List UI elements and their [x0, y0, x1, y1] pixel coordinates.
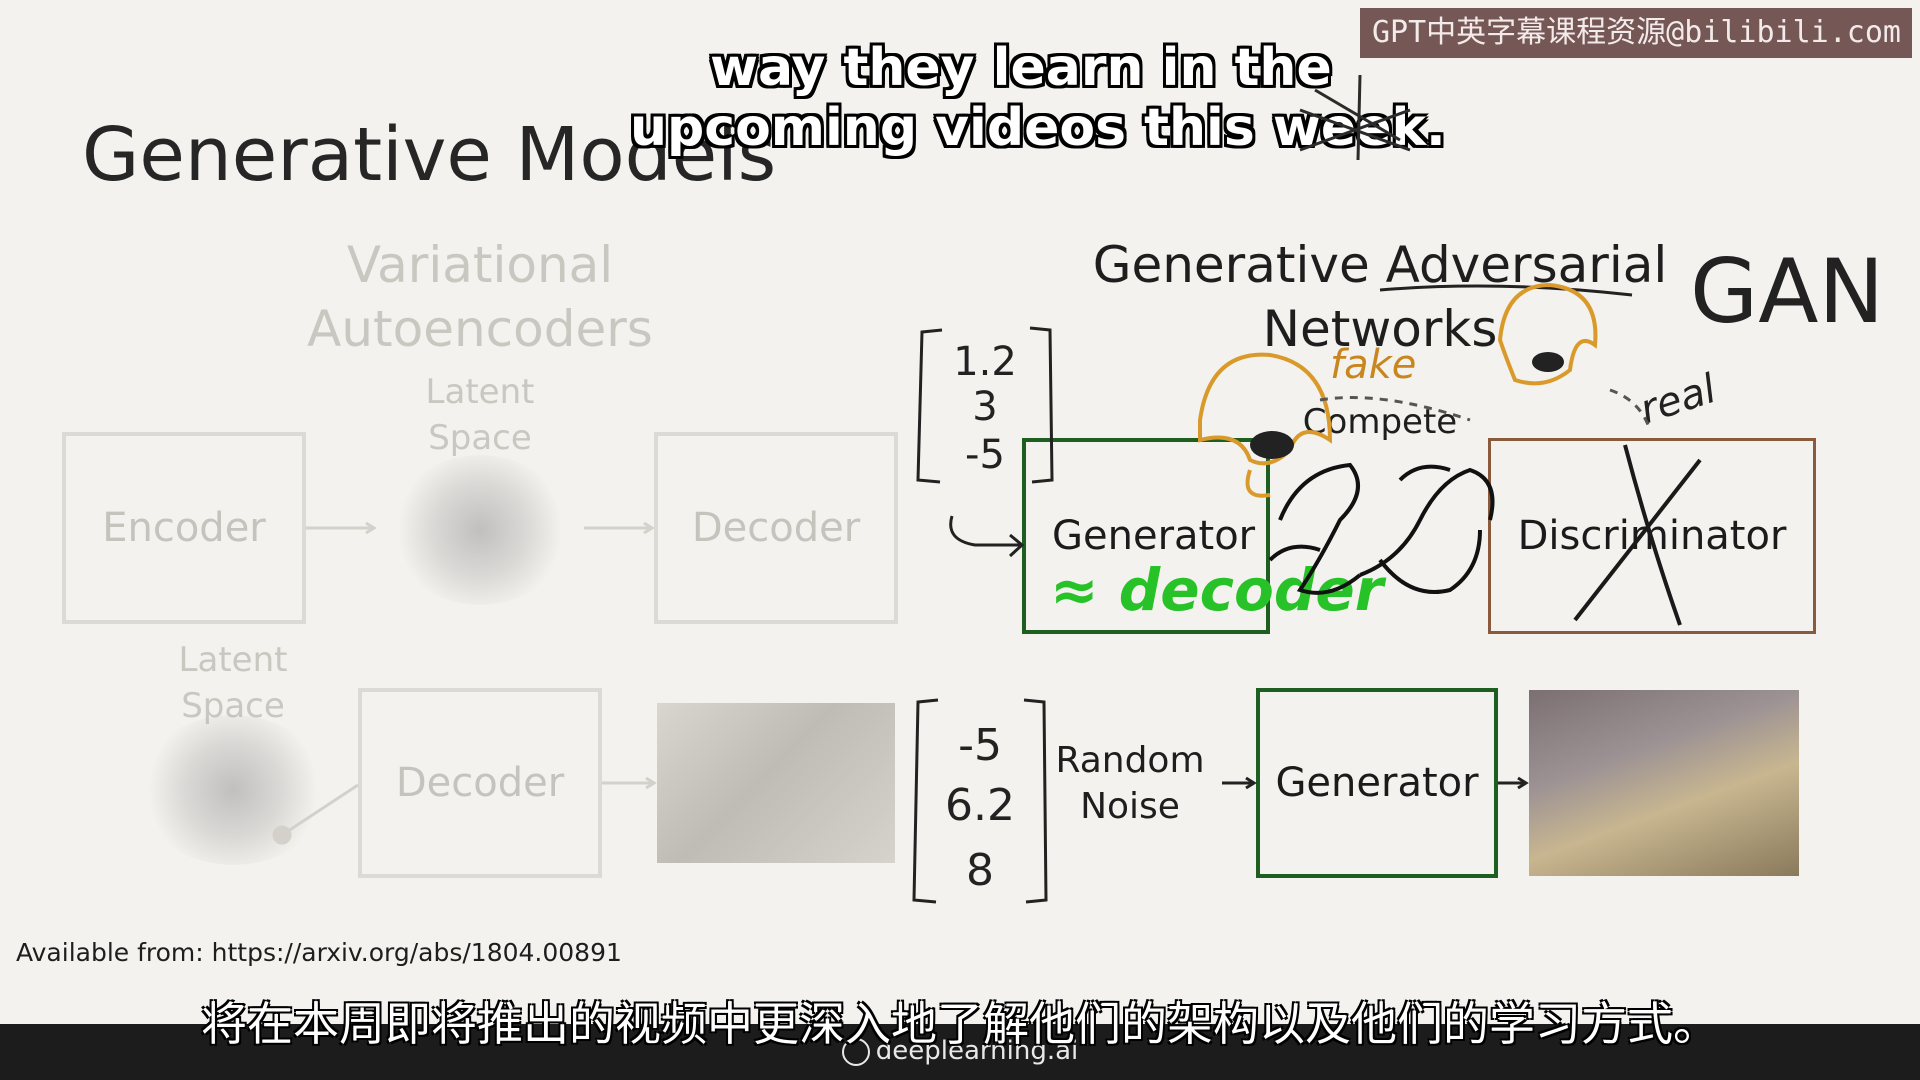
cross-out-mark	[1573, 444, 1702, 626]
encoder-label: Encoder	[102, 505, 266, 551]
decoder-box-top: Decoder	[654, 432, 898, 624]
arrow-head-generator	[1008, 533, 1025, 558]
footer-brand-label: deeplearning.ai	[875, 1036, 1079, 1066]
source-citation[interactable]: Available from: https://arxiv.org/abs/18…	[16, 938, 622, 967]
fake-annotation: fake	[1330, 342, 1416, 388]
latent-space-top-line2: Space	[428, 418, 532, 458]
vae-title-line2: Autoencoders	[307, 300, 653, 358]
random-noise-line2: Noise	[1080, 786, 1180, 827]
latent-space-top-line1: Latent	[425, 372, 535, 412]
faded-arrows	[272, 521, 657, 845]
generator-box-bottom: Generator	[1256, 688, 1498, 878]
vector-bottom-2: 8	[966, 845, 994, 896]
latent-space-bottom-line1: Latent	[178, 640, 288, 680]
gan-arrows	[1222, 776, 1529, 790]
vector-top-1: 3	[972, 384, 997, 430]
random-noise-line1: Random	[1055, 740, 1205, 781]
asterisk-icon	[1299, 74, 1411, 161]
vae-title-line1: Variational	[346, 236, 614, 294]
underline-mark	[1379, 284, 1633, 297]
arrow-to-generator	[949, 515, 1020, 547]
decoder-box-bottom: Decoder	[358, 688, 602, 878]
encoder-box: Encoder	[62, 432, 306, 624]
watermark: GPT中英字幕课程资源@bilibili.com	[1360, 8, 1912, 58]
decoder-label-top: Decoder	[691, 505, 861, 551]
generator-label-bottom: Generator	[1275, 760, 1479, 806]
vector-bottom-0: -5	[958, 720, 1002, 771]
decoder-label-bottom: Decoder	[395, 760, 565, 806]
bracket-top	[916, 326, 1054, 484]
real-dashed-arrow	[1609, 388, 1652, 431]
caption-zh: 将在本周即将推出的视频中更深入地了解他们的架构以及他们的学习方式。	[201, 997, 1719, 1051]
generated-dog-image	[1529, 690, 1799, 876]
arm-wrestle-icon	[1268, 462, 1495, 595]
gan-title-line1: Generative Adversarial	[1092, 236, 1668, 294]
vector-top-0: 1.2	[953, 339, 1017, 385]
gan-title-line2: Networks	[1262, 300, 1498, 358]
gan-annotation: GAN	[1690, 240, 1884, 343]
latent-space-cloud-bottom	[138, 715, 328, 865]
vector-bottom-1: 6.2	[945, 780, 1015, 831]
footer-bar	[0, 1024, 1920, 1080]
fake-character-icon	[1198, 352, 1333, 498]
generator-label-top: Generator	[1052, 513, 1256, 559]
caption-en-line1: way they learn in the	[710, 38, 1332, 98]
deeplearning-logo-icon	[841, 1037, 870, 1066]
bracket-bottom	[912, 698, 1048, 904]
footer-brand: deeplearning.ai	[0, 1036, 1920, 1066]
slide-title: Generative Models	[82, 112, 777, 198]
vector-top-2: -5	[965, 432, 1005, 478]
generator-box-top: Generator	[1022, 438, 1270, 634]
compete-dashed-arrow	[1319, 396, 1471, 422]
faded-dog-image	[657, 703, 895, 863]
real-character-icon	[1497, 282, 1598, 386]
latent-space-cloud-top	[390, 455, 570, 605]
